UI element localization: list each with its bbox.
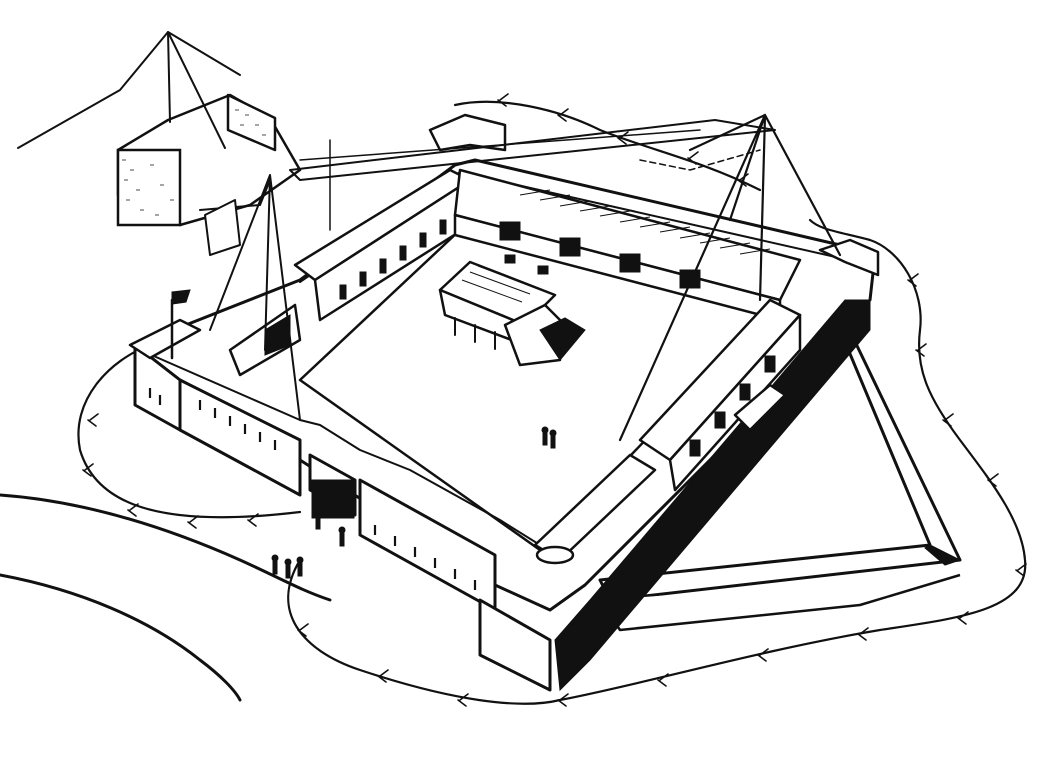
barracks-rear xyxy=(453,168,802,322)
barracks-right xyxy=(533,298,802,565)
flag xyxy=(170,289,191,360)
antenna-masts xyxy=(209,113,842,442)
soldier-figures xyxy=(271,426,557,579)
annex-enclosure xyxy=(116,31,302,256)
chimney xyxy=(504,254,516,264)
central-building xyxy=(438,254,586,367)
chimney xyxy=(537,265,549,275)
terrain-lines xyxy=(0,31,332,702)
annex-wall-left xyxy=(116,148,182,227)
gun-platform xyxy=(535,545,575,565)
barbed-wire-perimeter xyxy=(77,93,1027,707)
